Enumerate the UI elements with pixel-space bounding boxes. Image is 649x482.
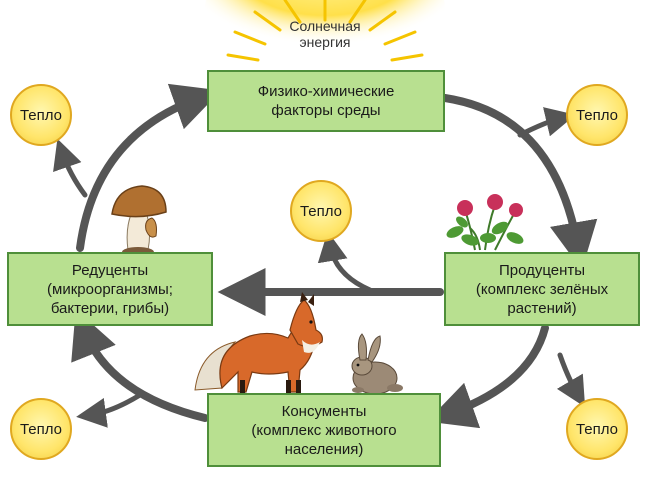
box-reducers-line3: бактерии, грибы) [50,299,170,317]
sun-icon [205,0,445,70]
heat-arrow-bottom-left [76,392,143,428]
box-reducers-line2: (микроорганизмы; [47,280,173,298]
fox-icon [194,292,323,394]
rabbit-icon [351,333,403,395]
heat-circle-bottom-left: Тепло [10,398,72,460]
box-consumers: Консументы (комплекс животного населения… [207,393,441,467]
arrow-consumers-to-reducers [71,309,209,422]
heat-circle-top-right: Тепло [566,84,628,146]
box-reducers: Редуценты (микроорганизмы; бактерии, гри… [7,252,213,326]
box-consumers-line2: (комплекс животного [251,421,397,439]
heat-arrows [53,107,586,428]
arrow-producers-to-consumers [426,324,549,429]
box-producers-line2: (комплекс зелёных [475,280,609,298]
box-producers-line3: растений) [507,299,577,317]
box-producers: Продуценты (комплекс зелёных растений) [444,252,640,326]
arrow-physchem-to-producers [441,94,598,271]
heat-circle-middle: Тепло [290,180,352,242]
box-physchem-line1: Физико-химические [257,83,395,100]
box-consumers-line3: населения) [284,440,364,458]
box-physchem-factors: Физико-химические факторы среды [207,70,445,132]
heat-arrow-top-right [517,107,576,138]
heat-circle-bottom-right: Тепло [566,398,628,460]
heat-arrow-middle [317,231,373,293]
arrow-reducers-to-physchem [76,83,222,252]
cycle-arrows [71,83,598,429]
heat-arrow-top-left [53,138,88,198]
mushroom-icon [111,185,167,257]
sun-label: Солнечная энергия [260,18,390,50]
box-producers-line1: Продуценты [498,261,586,279]
clover-icon [446,194,524,251]
sun-label-line2: энергия [299,34,351,50]
box-consumers-line1: Консументы [281,402,367,420]
box-reducers-line1: Редуценты [71,261,149,279]
heat-circle-top-left: Тепло [10,84,72,146]
heat-arrow-bottom-right [556,352,586,408]
sun-label-line1: Солнечная [289,18,361,34]
box-physchem-line2: факторы среды [271,102,381,119]
